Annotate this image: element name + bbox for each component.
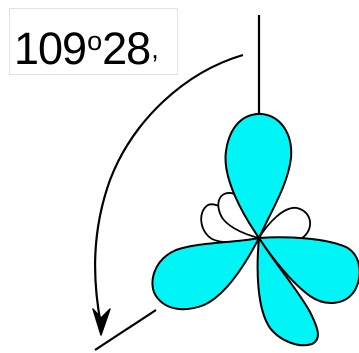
front-lobes xyxy=(152,114,359,345)
lobe-left xyxy=(152,238,259,309)
angle-degrees: 109 xyxy=(14,23,86,74)
minute-mark: , xyxy=(151,34,158,64)
arrow-head xyxy=(93,309,110,335)
degree-mark: o xyxy=(87,26,101,56)
angle-minutes: 28 xyxy=(102,23,150,74)
angle-label-box: 109o28, xyxy=(9,8,178,75)
angle-label: 109o28, xyxy=(14,16,158,74)
